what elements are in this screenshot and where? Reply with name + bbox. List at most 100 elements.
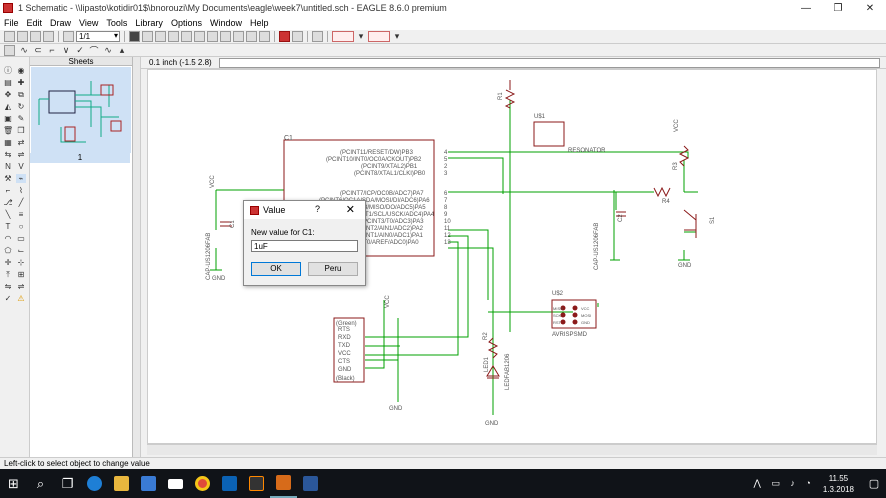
layer-icon[interactable]: ▴ [119,44,125,55]
mail-icon[interactable] [162,469,189,498]
menu-view[interactable]: View [79,18,99,28]
wire-icon[interactable]: ╱ [18,198,24,207]
stop-icon[interactable] [279,31,290,42]
menu-edit[interactable]: Edit [26,18,43,28]
split-icon[interactable]: ⌇ [19,186,23,195]
zoom-redraw-icon[interactable] [207,31,218,42]
menu-tools[interactable]: Tools [106,18,128,28]
menu-draw[interactable]: Draw [50,18,72,28]
name-icon[interactable]: N [5,162,11,171]
close-window-icon[interactable]: ✕ [865,2,875,14]
undo-icon[interactable] [246,31,257,42]
junction-icon[interactable]: ✛ [4,258,12,267]
errors-icon[interactable]: ⚠ [17,294,25,303]
text-icon[interactable]: T [5,222,11,231]
rotate-icon[interactable]: ↻ [17,102,25,111]
file-explorer-icon[interactable] [108,469,135,498]
miter-icon[interactable]: ∨ [62,44,70,55]
ratsnest-icon[interactable]: ⇋ [4,282,12,291]
chrome-icon[interactable] [189,469,216,498]
arc-icon[interactable]: ⌒ [89,45,99,56]
redo-icon[interactable] [259,31,270,42]
design-link-icon[interactable] [332,31,354,42]
value-icon[interactable]: V [18,162,24,171]
replace-icon[interactable]: ⇄ [17,138,25,147]
delete-icon[interactable]: 🗑 [3,126,14,135]
invoke-icon[interactable]: ⎇ [3,198,13,207]
help-icon[interactable]: ? [315,204,321,214]
sheet-select[interactable]: 1/1 [76,31,120,42]
mark-icon[interactable]: ✚ [17,78,25,87]
store-icon[interactable] [135,469,162,498]
frame-icon[interactable]: ⊞ [17,270,25,279]
grid-icon[interactable] [4,44,15,56]
notification-icon[interactable]: ▢ [868,478,880,490]
move-icon[interactable]: ✥ [4,90,12,99]
sheet-icon[interactable] [63,31,74,42]
help-icon[interactable] [312,31,323,42]
ulp-icon[interactable] [155,31,166,42]
print-icon[interactable] [30,31,41,42]
add-icon[interactable]: ▦ [4,138,12,147]
outlook-icon[interactable] [216,469,243,498]
ok-button[interactable]: OK [251,262,301,276]
chevron-down-icon[interactable]: ▾ [394,31,400,41]
drc-icon[interactable]: ✓ [4,294,12,303]
dimension-icon[interactable]: ⤒ [6,270,10,279]
zoom-last-icon[interactable] [233,31,244,42]
board-icon[interactable] [129,31,140,42]
open-icon[interactable] [4,31,15,42]
clock[interactable]: 11.55 1.3.2018 [823,473,854,495]
zoom-in-icon[interactable] [181,31,192,42]
label-icon[interactable]: ⌙ [17,246,25,255]
menu-options[interactable]: Options [170,18,202,28]
zoom-fit-icon[interactable] [168,31,179,42]
new-value-input[interactable] [251,240,358,252]
angle-icon[interactable]: ⌐ [49,45,55,55]
sheets-scrollbar[interactable] [133,57,141,457]
show-icon[interactable]: ◉ [17,66,25,75]
erc-icon[interactable]: ⇌ [17,282,25,291]
menu-file[interactable]: File [4,18,19,28]
paste-icon[interactable]: ❒ [17,126,25,135]
menu-window[interactable]: Window [209,18,242,28]
sublime-icon[interactable] [243,469,270,498]
polygon-icon[interactable]: ⬠ [4,246,12,255]
sheet-number[interactable]: 1 [30,153,130,163]
pin-swap-icon[interactable]: ⇌ [17,150,25,159]
group-icon[interactable]: ▣ [4,114,12,123]
change-icon[interactable]: ✎ [17,114,25,123]
bend-icon[interactable]: ⊂ [34,44,42,55]
menu-library[interactable]: Library [135,18,163,28]
info-icon[interactable]: ⓘ [4,66,12,75]
cam-icon[interactable] [43,31,54,42]
eagle-taskbar-icon[interactable] [270,469,297,498]
display-icon[interactable]: ▤ [4,78,12,87]
attribute-icon[interactable]: ⊹ [17,258,25,267]
zoom-select-icon[interactable] [220,31,231,42]
net-class-icon[interactable]: ∿ [104,44,112,55]
save-icon[interactable] [17,31,28,42]
value-tool-active-icon[interactable]: ⌁ [16,174,26,183]
gate-swap-icon[interactable]: ⇆ [4,150,12,159]
style-icon[interactable]: ✓ [76,44,84,55]
sheet-thumbnail[interactable] [31,67,131,153]
search-icon[interactable]: ⌕ [36,475,45,491]
go-icon[interactable] [292,31,303,42]
maximize-icon[interactable]: ❐ [833,2,843,14]
command-line-input[interactable] [219,57,880,68]
zoom-out-icon[interactable] [194,31,205,42]
rect-icon[interactable]: ▭ [17,234,25,243]
mirror-icon[interactable]: ◭ [4,102,12,111]
start-icon[interactable]: ⊞ [8,475,19,491]
circle-icon[interactable]: ○ [18,222,24,231]
word-icon[interactable] [297,469,324,498]
smash-icon[interactable]: ⚒ [4,174,12,183]
edge-icon[interactable] [81,469,108,498]
arc-tool-icon[interactable]: ◠ [4,234,12,243]
canvas-horizontal-scrollbar[interactable] [147,444,877,455]
minimize-icon[interactable]: — [801,2,811,14]
close-icon[interactable]: ✕ [345,204,355,216]
tray-icons[interactable]: ⋀ ▭ ♪ ◔ [753,478,815,488]
canvas-vertical-scrollbar[interactable] [877,69,886,444]
